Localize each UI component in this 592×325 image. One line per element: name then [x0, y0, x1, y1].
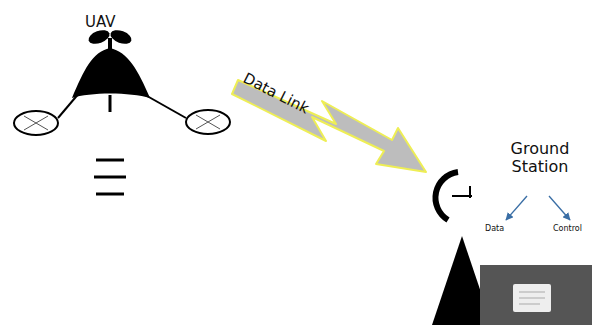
station-panel	[480, 265, 592, 325]
leader-arrow	[549, 196, 570, 220]
signal-label: Data	[485, 224, 504, 233]
part-label: UAV	[85, 14, 116, 31]
station-label: Ground Station	[498, 140, 582, 177]
leader-arrow	[506, 196, 527, 220]
signal-waves	[94, 160, 126, 194]
uav-drone	[14, 28, 230, 135]
signal-label: Control	[553, 224, 582, 233]
screen-icon	[513, 284, 551, 312]
